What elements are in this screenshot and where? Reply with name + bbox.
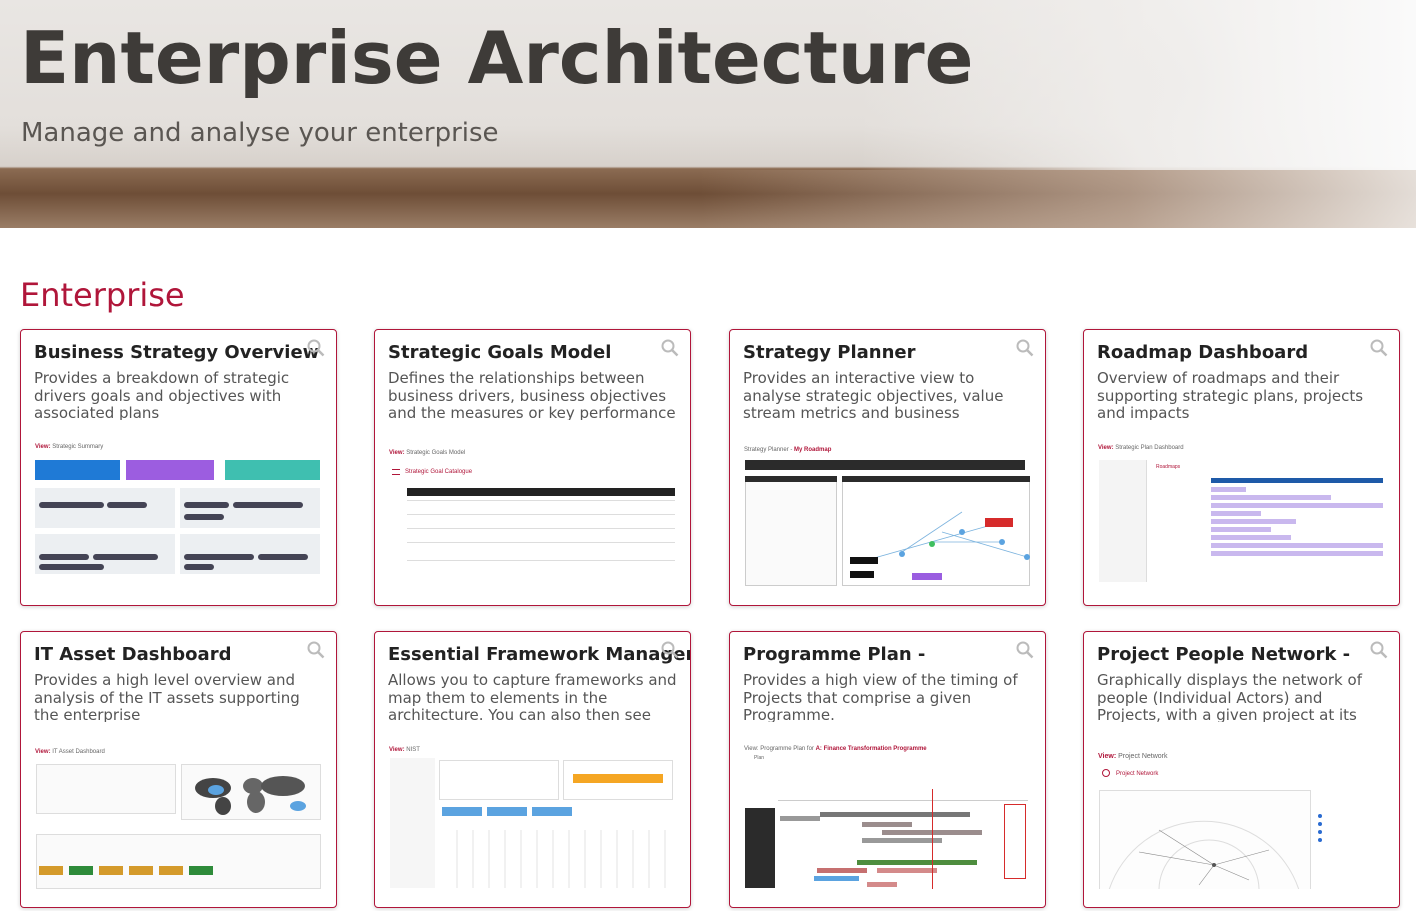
card-preview: View: Strategic Goals Model Strategic Go… xyxy=(387,442,678,587)
preview-heading: Plan xyxy=(754,755,765,761)
card-preview: View: Strategic Summary xyxy=(33,442,324,587)
preview-view-label: View: Programme Plan for A: Finance Tran… xyxy=(744,746,927,752)
card-description: Allows you to capture frameworks and map… xyxy=(388,672,677,722)
card-description: Provides a breakdown of strategic driver… xyxy=(34,370,290,420)
preview-heading: Strategic Goal Catalogue xyxy=(405,469,473,475)
card-preview: View: Programme Plan for A: Finance Tran… xyxy=(742,744,1033,889)
card-preview: View: NIST xyxy=(387,744,678,889)
page-title: Enterprise Architecture xyxy=(20,16,974,100)
preview-view-label: View: NIST xyxy=(389,747,420,753)
card-description: Provides a high view of the timing of Pr… xyxy=(743,672,1018,722)
card-title: Business Strategy Overview xyxy=(34,342,320,363)
card-title: IT Asset Dashboard xyxy=(34,644,232,665)
section-title: Enterprise xyxy=(20,276,185,314)
hero-highlight xyxy=(860,0,1416,170)
card-title: Essential Framework Manager xyxy=(388,644,691,665)
preview-heading: Project Network xyxy=(1116,771,1159,777)
card-description: Provides an interactive view to analyse … xyxy=(743,370,1004,420)
card-strategy-planner[interactable]: Strategy Planner Provides an interactive… xyxy=(729,329,1046,606)
card-title: Strategic Goals Model xyxy=(388,342,612,363)
preview-view-label: Strategy Planner - My Roadmap xyxy=(744,447,832,453)
card-roadmap-dashboard[interactable]: Roadmap Dashboard Overview of roadmaps a… xyxy=(1083,329,1400,606)
zoom-icon[interactable] xyxy=(307,641,325,659)
card-title: Strategy Planner xyxy=(743,342,916,363)
card-description: Graphically displays the network of peop… xyxy=(1097,672,1362,722)
card-title: Programme Plan - xyxy=(743,644,926,665)
zoom-icon[interactable] xyxy=(661,339,679,357)
card-preview: Strategy Planner - My Roadmap xyxy=(742,442,1033,587)
card-it-asset-dashboard[interactable]: IT Asset Dashboard Provides a high level… xyxy=(20,631,337,908)
card-essential-framework-manager[interactable]: Essential Framework Manager Allows you t… xyxy=(374,631,691,908)
preview-view-label: View: Strategic Summary xyxy=(35,444,104,450)
hero-banner: Enterprise Architecture Manage and analy… xyxy=(0,0,1416,228)
card-preview: View: Strategic Plan Dashboard Roadmaps xyxy=(1096,442,1387,587)
zoom-icon[interactable] xyxy=(1370,641,1388,659)
card-description: Provides a high level overview and analy… xyxy=(34,672,300,722)
preview-view-label: View: Strategic Goals Model xyxy=(389,450,466,456)
card-business-strategy-overview[interactable]: Business Strategy Overview Provides a br… xyxy=(20,329,337,606)
preview-view-label: View: Project Network xyxy=(1098,753,1168,760)
card-description: Overview of roadmaps and their supportin… xyxy=(1097,370,1364,420)
preview-heading: Roadmaps xyxy=(1156,464,1181,470)
zoom-icon[interactable] xyxy=(661,641,679,659)
card-project-people-network[interactable]: Project People Network - Graphically dis… xyxy=(1083,631,1400,908)
zoom-icon[interactable] xyxy=(1016,641,1034,659)
zoom-icon[interactable] xyxy=(1370,339,1388,357)
card-strategic-goals-model[interactable]: Strategic Goals Model Defines the relati… xyxy=(374,329,691,606)
card-preview: View: Project Network Project Network xyxy=(1096,744,1387,889)
page-subtitle: Manage and analyse your enterprise xyxy=(21,118,499,148)
preview-view-label: View: IT Asset Dashboard xyxy=(35,749,105,755)
card-title: Roadmap Dashboard xyxy=(1097,342,1309,363)
card-title: Project People Network - xyxy=(1097,644,1351,665)
card-description: Defines the relationships between busine… xyxy=(388,370,676,420)
card-programme-plan[interactable]: Programme Plan - Provides a high view of… xyxy=(729,631,1046,908)
card-preview: View: IT Asset Dashboard xyxy=(33,744,324,889)
zoom-icon[interactable] xyxy=(1016,339,1034,357)
preview-view-label: View: Strategic Plan Dashboard xyxy=(1098,445,1184,451)
zoom-icon[interactable] xyxy=(307,339,325,357)
hero-desk xyxy=(700,170,1416,228)
